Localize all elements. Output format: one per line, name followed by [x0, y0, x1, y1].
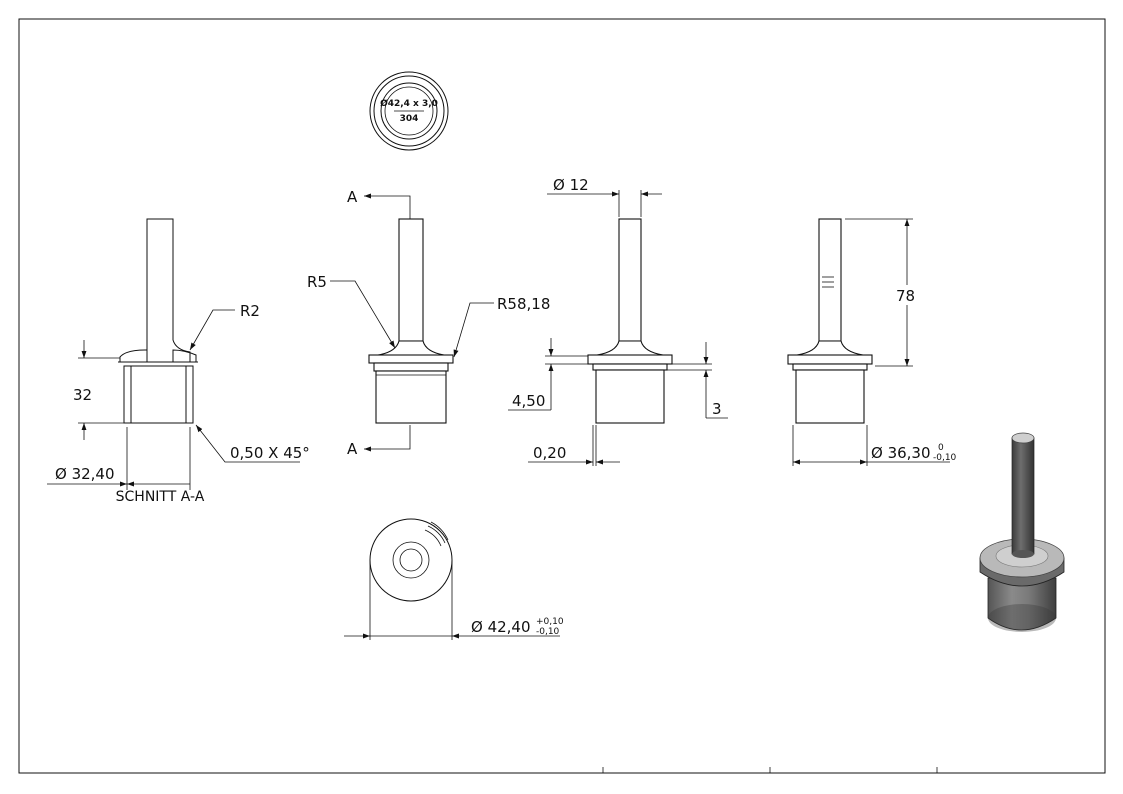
- front-dim-r5: R5: [307, 273, 327, 291]
- right-dim-diameter: Ø 36,30: [871, 444, 931, 462]
- engraving-text-size: Ø42,4 x 3,0: [380, 98, 438, 109]
- section-pin-hatch: [146, 218, 191, 363]
- bottom-tol-lower: -0,10: [536, 627, 560, 637]
- section-dim-chamfer: 0,50 X 45°: [230, 444, 310, 462]
- section-title: SCHNITT A-A: [116, 489, 205, 505]
- isometric-3d-view: [979, 432, 1065, 632]
- section-mark-top: A: [347, 188, 358, 206]
- section-mark-bottom: A: [347, 440, 358, 458]
- section-dim-r2: R2: [240, 302, 260, 320]
- bottom-dim-diameter: Ø 42,40: [471, 618, 531, 636]
- sheet-border: [18, 18, 1106, 774]
- front-dim-r58: R58,18: [497, 295, 550, 313]
- bottom-view: Ø 42,40 +0,10 -0,10: [344, 518, 564, 640]
- top-view: Ø42,4 x 3,0 304: [369, 71, 449, 151]
- side-dim-flange-thickness: 4,50: [512, 392, 545, 410]
- section-dim-diameter: Ø 32,40: [55, 465, 115, 483]
- right-tol-upper: 0: [938, 443, 944, 453]
- front-view: A A R5 R58,18: [307, 188, 550, 458]
- right-view: 78 78 Ø 36,30 0 -0,10: [787, 218, 957, 466]
- bottom-tol-upper: +0,10: [536, 617, 564, 627]
- right-dim-length-label: 78: [896, 287, 915, 305]
- side-view: Ø 12 4,50 3 0,20: [508, 176, 728, 466]
- section-dim-height: 32: [73, 386, 92, 404]
- side-dim-step: 3: [712, 400, 722, 418]
- engraving-text-material: 304: [400, 114, 419, 124]
- side-dim-pin-diameter: Ø 12: [553, 176, 589, 194]
- right-tol-lower: -0,10: [933, 453, 957, 463]
- section-view: R2 32 Ø 32,40 0,50 X 45° SCHNITT A-A: [47, 218, 310, 505]
- side-dim-gap: 0,20: [533, 444, 566, 462]
